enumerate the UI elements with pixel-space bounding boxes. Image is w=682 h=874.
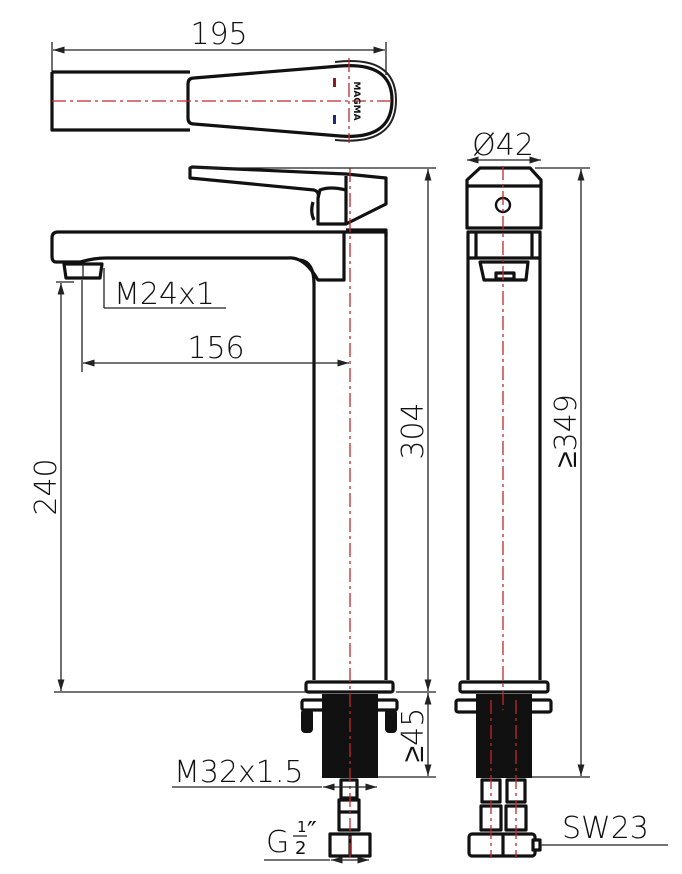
cartridge-cap-outline bbox=[334, 60, 398, 142]
threaded-shank bbox=[476, 694, 532, 778]
dim-overall-length: 195 bbox=[190, 17, 247, 52]
dim-thread-aerator: M24x1 bbox=[114, 277, 215, 312]
dim-spout-height: 240 bbox=[29, 458, 64, 515]
dim-diameter: Ø42 bbox=[472, 128, 534, 163]
cold-indicator-icon bbox=[333, 115, 336, 124]
brand-logo: MAGMA bbox=[351, 81, 361, 120]
lever-pivot bbox=[310, 201, 316, 221]
dim-connection-unit: ″ bbox=[307, 817, 317, 847]
dim-connection-letter: G bbox=[266, 825, 289, 860]
lever-detail bbox=[316, 186, 347, 199]
side-view: M24x1 156 240 304 ≥45 M32x1.5 G 1 2 ″ bbox=[29, 165, 436, 864]
neck-detail bbox=[494, 271, 516, 281]
dim-wrench-size: SW23 bbox=[562, 811, 649, 846]
spout-outline bbox=[50, 230, 346, 282]
front-view: Ø42 ≥349 SW23 bbox=[454, 128, 668, 858]
collar bbox=[466, 230, 542, 260]
dim-connection: G 1 2 ″ bbox=[266, 817, 317, 860]
mounting-stud-right bbox=[385, 709, 397, 733]
top-view: 195 MAGMA bbox=[50, 17, 398, 143]
hex-nut-tab bbox=[531, 838, 542, 852]
base-plate bbox=[458, 680, 550, 694]
mounting-stud-left bbox=[301, 709, 313, 733]
aerator-outline bbox=[62, 262, 104, 280]
dim-connection-den: 2 bbox=[295, 838, 306, 859]
supply-hose-fitting bbox=[337, 798, 361, 832]
spout-outline bbox=[50, 72, 190, 132]
body-curve bbox=[299, 258, 316, 285]
dim-connection-num: 1 bbox=[297, 818, 307, 836]
supply-hose bbox=[339, 778, 359, 800]
dim-shank-length: ≥45 bbox=[396, 708, 431, 763]
body-neck bbox=[478, 260, 530, 282]
dim-total-height: 304 bbox=[396, 402, 431, 459]
dim-spout-reach: 156 bbox=[187, 331, 244, 366]
dim-total-with-shank: ≥349 bbox=[549, 394, 584, 468]
dim-shank-thread: M32x1.5 bbox=[174, 755, 304, 790]
hot-indicator-icon bbox=[333, 78, 336, 87]
lever-outline bbox=[188, 165, 388, 226]
